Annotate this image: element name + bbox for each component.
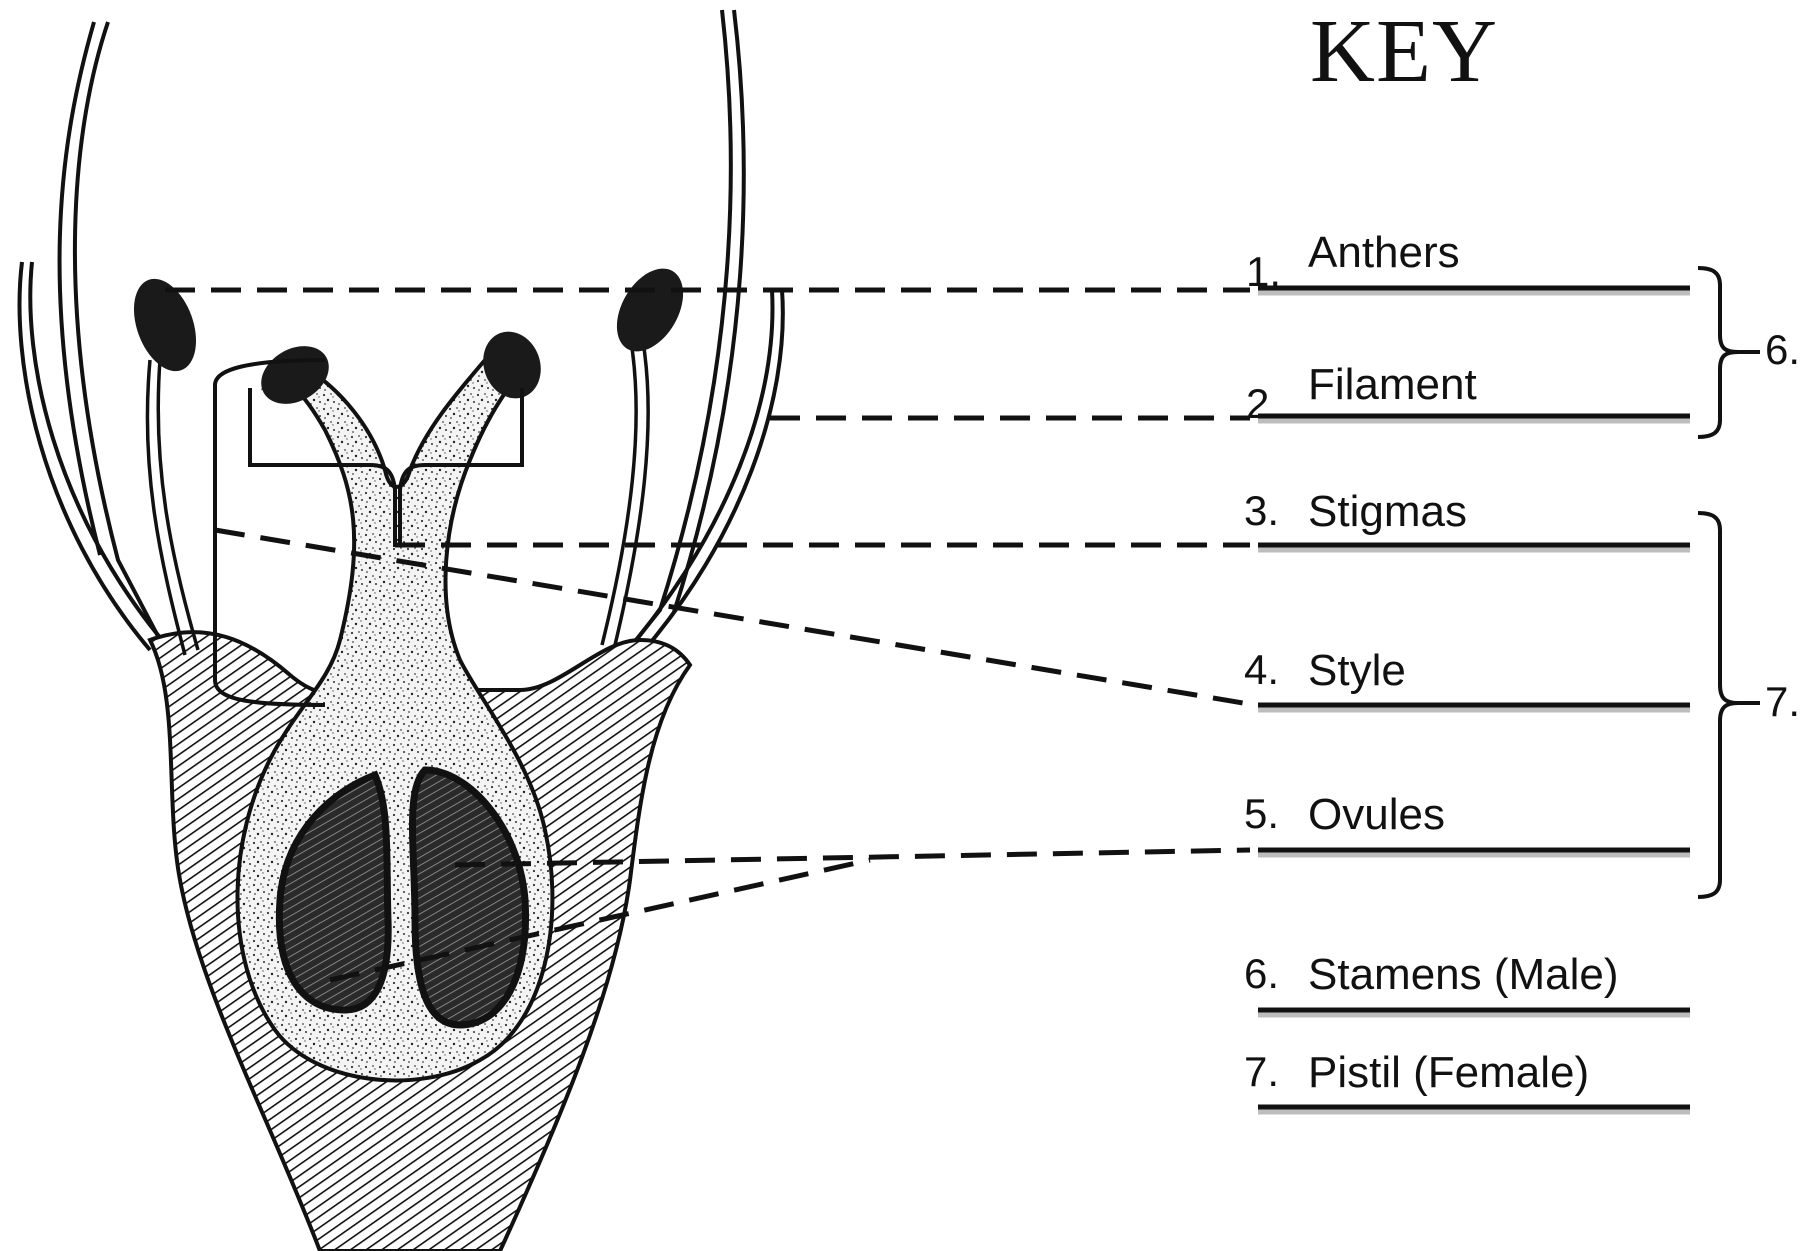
- key-label-filament: Filament: [1308, 360, 1477, 410]
- key-num-3: 3.: [1244, 487, 1279, 535]
- brace-label-stamens: 6.: [1765, 326, 1800, 374]
- key-num-7: 7.: [1244, 1048, 1279, 1096]
- key-num-1: 1.: [1246, 248, 1281, 296]
- brace-pistil: [1698, 513, 1738, 897]
- key-num-2: 2.: [1246, 380, 1281, 428]
- anther-left: [122, 270, 207, 379]
- key-label-anthers: Anthers: [1308, 228, 1460, 278]
- key-label-ovules: Ovules: [1308, 790, 1445, 840]
- key-label-stamens: Stamens (Male): [1308, 950, 1619, 1000]
- key-num-4: 4.: [1244, 646, 1279, 694]
- key-label-stigmas: Stigmas: [1308, 487, 1467, 537]
- key-num-5: 5.: [1244, 790, 1279, 838]
- brace-label-pistil: 7.: [1765, 678, 1800, 726]
- key-label-pistil: Pistil (Female): [1308, 1048, 1589, 1098]
- key-num-6: 6.: [1244, 950, 1279, 998]
- anther-right: [603, 257, 696, 363]
- key-label-style: Style: [1308, 646, 1406, 696]
- brace-stamens: [1698, 268, 1738, 437]
- key-title: KEY: [1310, 0, 1498, 103]
